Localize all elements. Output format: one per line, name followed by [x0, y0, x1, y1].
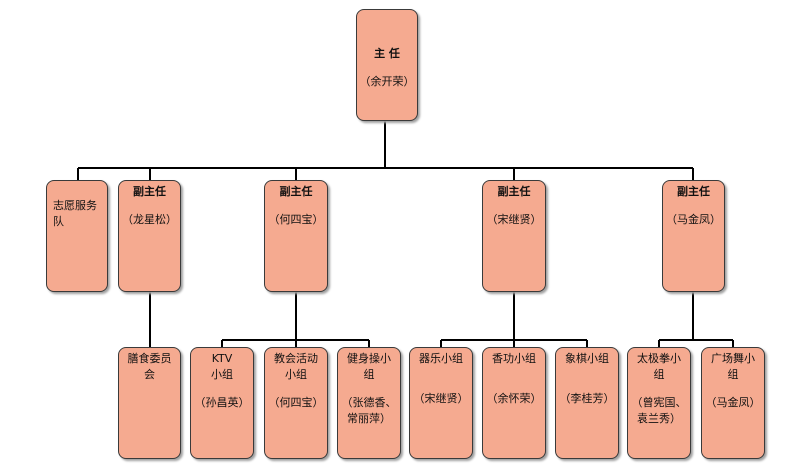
- chess-line-1: 象棋小组: [565, 352, 609, 365]
- deputy-1-person: （龙星松）: [122, 213, 177, 226]
- deputy-4-title: 副主任: [677, 185, 710, 198]
- qigong-line-1: 香功小组: [492, 352, 536, 365]
- dance-line-1: 广场舞小: [711, 352, 755, 365]
- church-line-2: 小组: [285, 368, 307, 381]
- music-person: （宋继贤）: [413, 392, 469, 405]
- ktv-line-2: 小组: [211, 368, 233, 381]
- canteen-line-2: 会: [144, 368, 155, 381]
- dance-person: （马金凤）: [705, 396, 761, 409]
- square-dance-group-box: 广场舞小 组 （马金凤）: [701, 347, 765, 459]
- deputy-2-person: （何四宝）: [268, 213, 324, 226]
- music-group-box: 器乐小组 （宋继贤）: [409, 347, 473, 459]
- director-person: （余开荣）: [359, 75, 415, 88]
- director-box: 主 任 （余开荣）: [356, 9, 418, 121]
- canteen-line-1: 膳食委员: [127, 352, 172, 365]
- taichi-line-1: 太极拳小: [637, 352, 681, 365]
- taichi-person-2: 袁兰秀）: [637, 412, 681, 425]
- canteen-committee-box: 膳食委员 会: [118, 347, 181, 459]
- deputy-box-4: 副主任 （马金凤）: [662, 180, 725, 292]
- dance-line-2: 组: [727, 368, 739, 381]
- qigong-group-box: 香功小组 （余怀荣）: [482, 347, 546, 459]
- deputy-3-title: 副主任: [497, 185, 531, 198]
- deputy-box-3: 副主任 （宋继贤）: [482, 180, 546, 292]
- ktv-person: （孙昌英）: [194, 396, 250, 409]
- volunteer-line-1: 志愿服务: [53, 199, 97, 212]
- deputy-box-2: 副主任 （何四宝）: [264, 180, 328, 292]
- church-person: （何四宝）: [268, 396, 324, 409]
- chess-group-box: 象棋小组 （李桂芳）: [555, 347, 619, 459]
- chess-person: （李桂芳）: [559, 392, 615, 405]
- volunteer-team-box: 志愿服务 队: [46, 180, 108, 292]
- fitness-person-2: 常丽萍）: [347, 412, 391, 425]
- music-line-1: 器乐小组: [419, 352, 463, 365]
- taichi-person-1: （曾宪国、: [631, 396, 687, 409]
- deputy-3-person: （宋继贤）: [486, 213, 542, 226]
- deputy-1-title: 副主任: [133, 185, 166, 198]
- church-group-box: 教会活动 小组 （何四宝）: [264, 347, 328, 459]
- taichi-line-2: 组: [653, 368, 665, 381]
- deputy-2-title: 副主任: [279, 185, 313, 198]
- taichi-group-box: 太极拳小 组 （曾宪国、 袁兰秀）: [627, 347, 691, 459]
- deputy-box-1: 副主任 （龙星松）: [118, 180, 181, 292]
- volunteer-line-2: 队: [53, 215, 64, 228]
- director-title: 主 任: [374, 47, 400, 60]
- fitness-person-1: （张德香、: [341, 396, 397, 409]
- ktv-line-1: KTV: [211, 352, 233, 365]
- fitness-line-1: 健身操小: [347, 352, 391, 365]
- deputy-4-person: （马金凤）: [666, 213, 721, 226]
- ktv-group-box: KTV 小组 （孙昌英）: [190, 347, 254, 459]
- fitness-group-box: 健身操小 组 （张德香、 常丽萍）: [337, 347, 401, 459]
- qigong-person: （余怀荣）: [486, 392, 542, 405]
- church-line-1: 教会活动: [274, 352, 318, 365]
- fitness-line-2: 组: [363, 368, 375, 381]
